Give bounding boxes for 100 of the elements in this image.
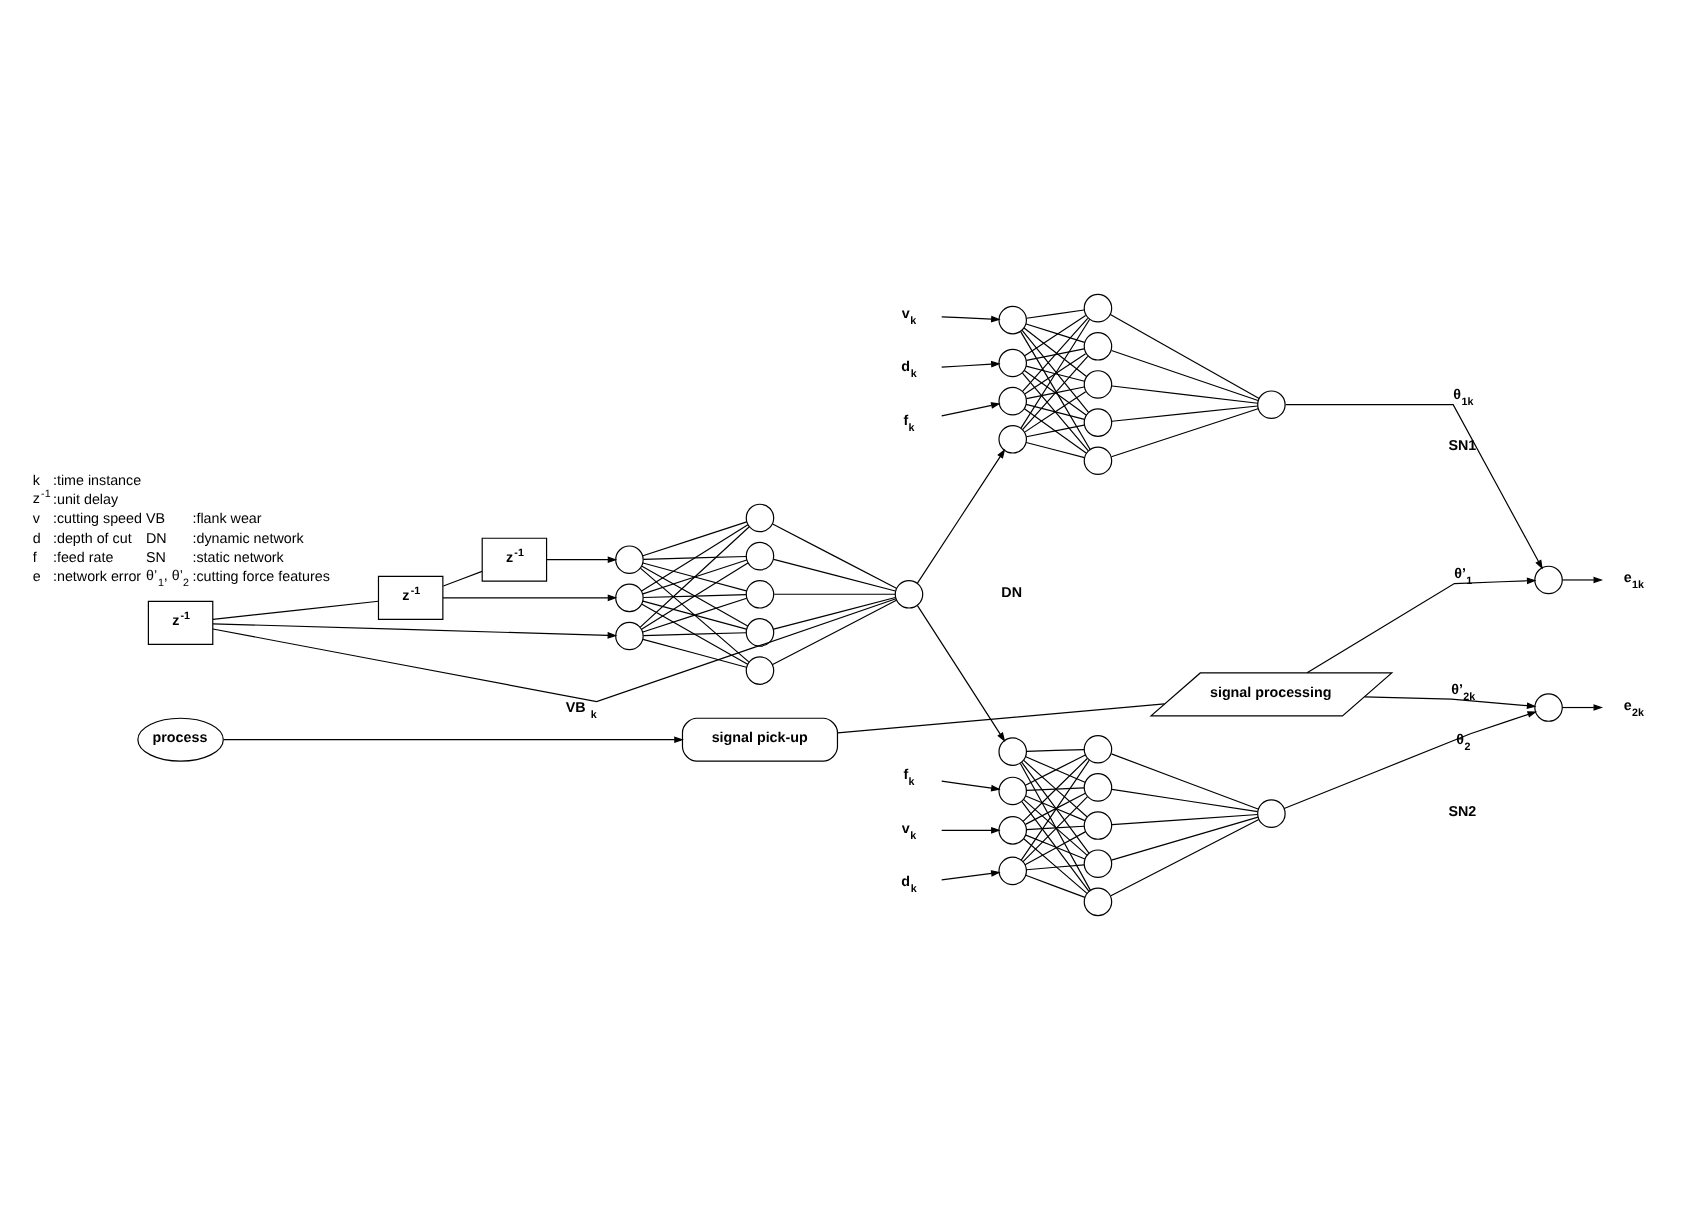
arrow xyxy=(212,622,618,638)
connector xyxy=(442,569,483,586)
connector xyxy=(640,523,749,591)
node-circle xyxy=(745,578,775,608)
connector xyxy=(1025,364,1086,381)
node-circle xyxy=(998,775,1028,805)
connector xyxy=(1025,423,1085,437)
connector xyxy=(1025,440,1086,458)
connector xyxy=(1021,328,1090,413)
connector xyxy=(1022,316,1089,391)
connector xyxy=(1023,407,1087,453)
arrow xyxy=(941,314,1001,322)
connector xyxy=(1025,786,1085,791)
connector xyxy=(1023,326,1088,377)
node-circle xyxy=(1083,810,1113,839)
connector xyxy=(212,599,379,620)
node-circle xyxy=(998,385,1028,415)
connector xyxy=(1025,322,1086,342)
node-circle xyxy=(998,424,1028,453)
arrow xyxy=(442,593,618,601)
arrow xyxy=(941,779,1001,791)
arrow xyxy=(916,604,1006,741)
arrow xyxy=(1306,576,1537,673)
connector xyxy=(640,566,750,662)
node-circle xyxy=(745,540,775,570)
connector xyxy=(837,702,1166,733)
connector xyxy=(1111,404,1259,421)
connector xyxy=(641,602,749,664)
arrow xyxy=(1285,403,1543,569)
node-circle xyxy=(1083,407,1113,436)
connector xyxy=(1025,824,1085,830)
node-circle xyxy=(1257,389,1286,419)
connector xyxy=(1024,313,1087,356)
connector xyxy=(642,593,747,598)
arrow xyxy=(941,869,1001,880)
connector xyxy=(1024,830,1086,865)
node-circle xyxy=(615,582,644,612)
connector xyxy=(1111,787,1259,812)
node-circle xyxy=(998,736,1028,765)
arrow xyxy=(941,826,1001,833)
arrow xyxy=(223,735,684,743)
arrow xyxy=(546,555,618,563)
node-circle xyxy=(894,578,924,608)
arrow xyxy=(941,401,1001,416)
connector xyxy=(1025,863,1085,870)
connector xyxy=(1021,371,1089,451)
node-circle xyxy=(1083,772,1113,801)
node-circle xyxy=(1257,798,1286,827)
connector xyxy=(1111,384,1259,403)
connector xyxy=(1025,873,1086,897)
connector xyxy=(1111,812,1259,825)
connector xyxy=(1110,752,1259,809)
connector xyxy=(1025,402,1086,419)
node-circle xyxy=(1534,692,1563,721)
node-circle xyxy=(998,304,1028,334)
arrow xyxy=(941,359,1001,367)
connector xyxy=(212,597,897,702)
connector xyxy=(1020,330,1091,450)
connector xyxy=(773,557,896,591)
arrow xyxy=(1283,710,1537,809)
node-circle xyxy=(745,502,775,532)
connector xyxy=(1025,748,1085,751)
node-circle xyxy=(615,544,644,573)
connector xyxy=(1025,308,1085,318)
node-circle xyxy=(1083,292,1113,322)
connector xyxy=(1023,837,1088,893)
node-circle xyxy=(745,617,775,646)
connector xyxy=(1025,385,1085,399)
connector xyxy=(773,595,896,629)
arrow xyxy=(916,447,1006,583)
node-circle xyxy=(1083,886,1113,916)
node-circle xyxy=(1083,445,1113,475)
connector xyxy=(1110,407,1259,457)
node-circle xyxy=(745,655,775,684)
node-circle xyxy=(998,855,1028,885)
node-circle xyxy=(1083,848,1113,877)
node-circle xyxy=(998,815,1028,844)
connector xyxy=(642,631,747,636)
connector xyxy=(642,520,748,556)
connector xyxy=(1109,312,1260,399)
connector xyxy=(1020,317,1091,428)
node-circle xyxy=(1083,369,1113,398)
node-circle xyxy=(1534,564,1563,594)
connector xyxy=(642,637,747,667)
connector xyxy=(1023,368,1087,415)
connector xyxy=(642,554,747,559)
connector xyxy=(1025,347,1085,361)
connector xyxy=(1110,815,1259,860)
node-circle xyxy=(1083,331,1113,360)
arrow xyxy=(1363,695,1537,708)
node-circle xyxy=(998,347,1028,377)
connector xyxy=(1022,354,1089,429)
connector xyxy=(772,598,897,665)
connector xyxy=(1110,348,1259,401)
connector xyxy=(1024,390,1087,432)
node-circle xyxy=(1083,733,1113,763)
connector xyxy=(1110,817,1260,896)
node-circle xyxy=(615,620,644,650)
arrow xyxy=(1561,703,1604,710)
connector xyxy=(1025,833,1086,859)
